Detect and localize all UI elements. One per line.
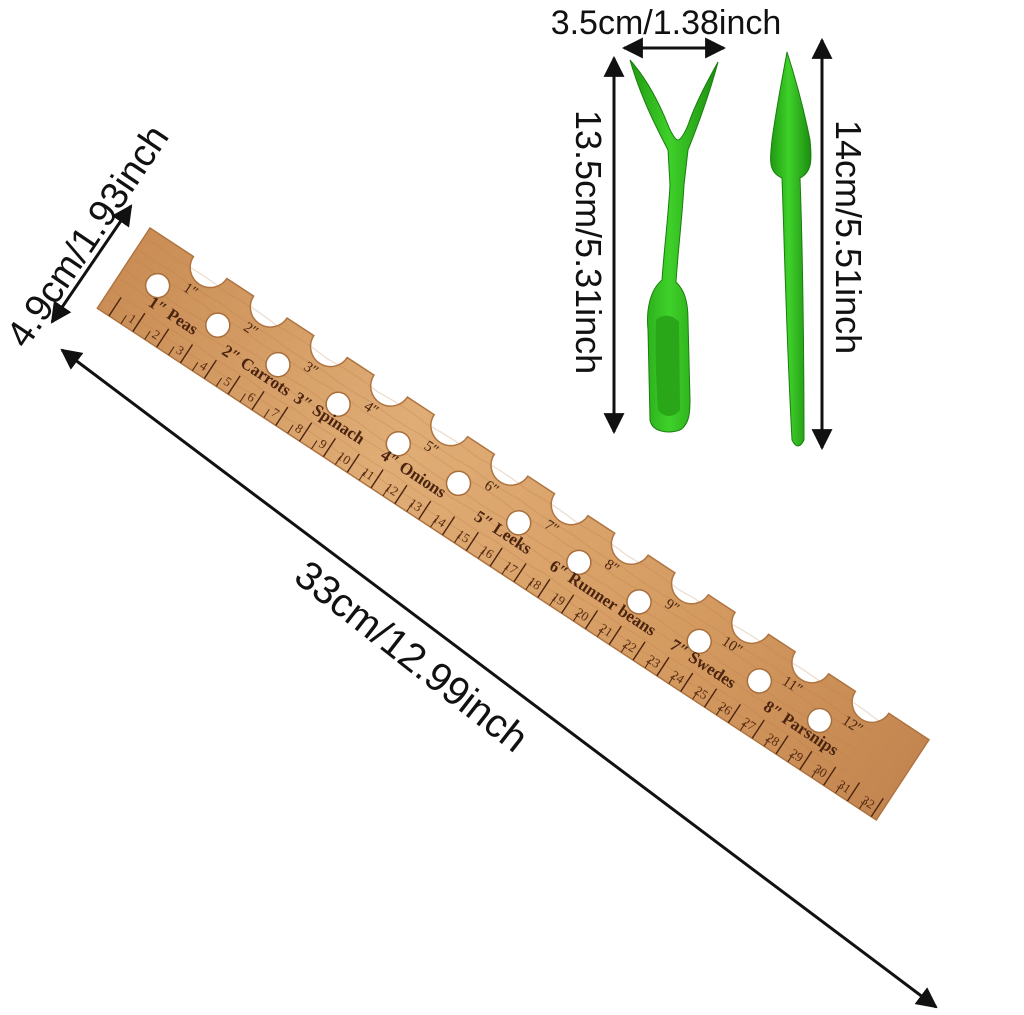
ruler-hole (205, 312, 231, 338)
length-label: 33cm/12.99inch (286, 552, 536, 761)
grain-line (146, 239, 880, 722)
fork-length-dimension: 13.5cm/5.31inch (568, 55, 625, 435)
dibber-seedling-tool (770, 51, 812, 447)
tool-gap-label: 3.5cm/1.38inch (551, 4, 782, 42)
tool-gap-dimension: 3.5cm/1.38inch (551, 4, 782, 59)
fork-seedling-tool (629, 59, 719, 433)
ruler-hole (144, 272, 171, 299)
dibber-tool-shape (770, 51, 812, 447)
width-arrow (50, 204, 133, 324)
fork-scoop-inner (655, 315, 680, 416)
scale-half-tick (144, 330, 151, 340)
dibber-length-dimension: 14cm/5.51inch (811, 37, 869, 451)
fork-length-label: 13.5cm/5.31inch (568, 110, 609, 374)
length-arrow (60, 348, 938, 1009)
length-dimension: 33cm/12.99inch (60, 348, 938, 1009)
scale-tick (132, 312, 146, 332)
dibber-length-label: 14cm/5.51inch (828, 120, 869, 354)
fork-tool-shape (629, 59, 719, 433)
scale-tick (156, 328, 170, 348)
